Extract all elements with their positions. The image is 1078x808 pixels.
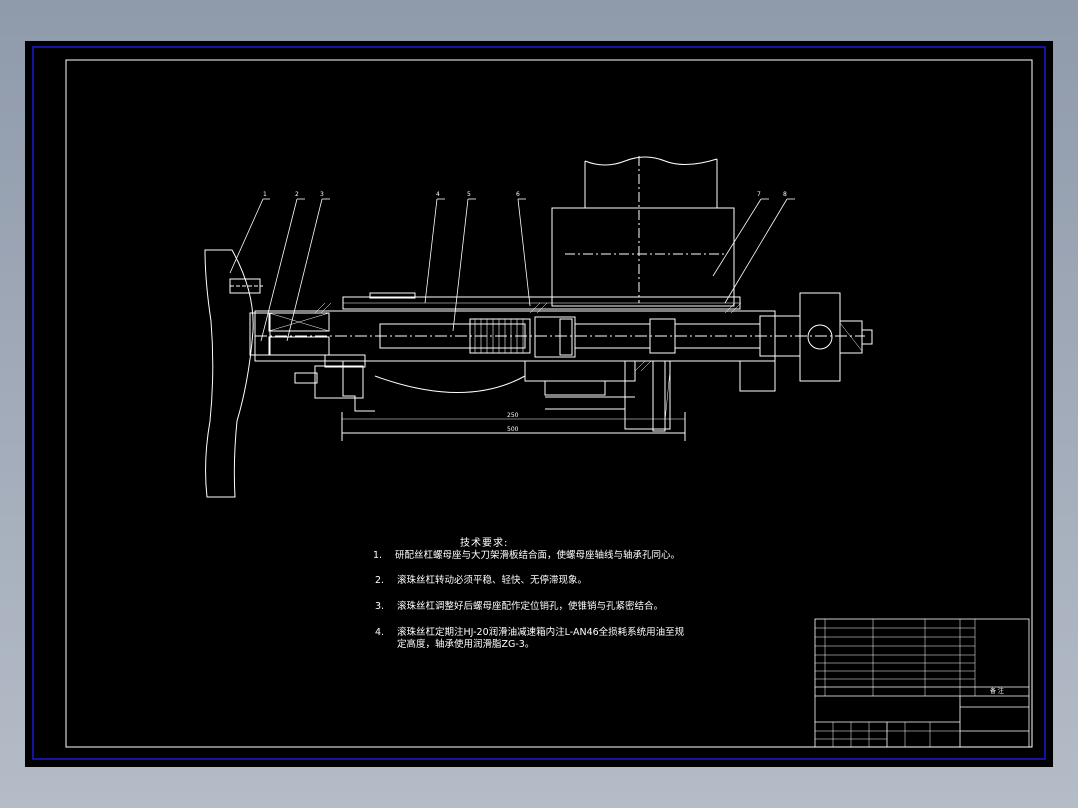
requirement-text: 滚珠丝杠定期注HJ-20润滑油减速箱内注L-AN46全损耗系统用油至规 xyxy=(397,627,685,638)
drawing-sheet: 1 2 3 4 5 6 7 8 250 500 备 注 技术要求: 1. 研配丝杠… xyxy=(25,41,1053,767)
title-block xyxy=(814,618,1030,748)
title-block-labels: 备 注 xyxy=(990,687,1004,695)
inner-frame xyxy=(65,59,1033,748)
dimension-overall: 500 xyxy=(507,426,519,433)
requirement-number: 3. xyxy=(375,601,385,612)
requirement-number: 1. xyxy=(373,550,383,561)
requirement-number: 4. xyxy=(375,627,385,638)
requirement-number: 2. xyxy=(375,575,385,586)
callout-2: 2 xyxy=(295,191,299,198)
callout-7: 7 xyxy=(757,191,761,198)
assembly-drawing xyxy=(204,156,1030,748)
dimension-inner: 250 xyxy=(507,412,519,419)
callout-4: 4 xyxy=(436,191,440,198)
requirement-text: 滚珠丝杠调整好后螺母座配作定位销孔，使锥销与孔紧密结合。 xyxy=(397,601,664,612)
callout-labels: 1 2 3 4 5 6 7 8 xyxy=(263,191,787,198)
callout-6: 6 xyxy=(516,191,520,198)
callout-8: 8 xyxy=(783,191,787,198)
requirement-text-continued: 定高度，轴承使用润滑脂ZG-3。 xyxy=(397,639,535,650)
requirement-text: 研配丝杠螺母座与大刀架滑板结合面，使螺母座轴线与轴承孔同心。 xyxy=(395,550,681,561)
cad-drawing: 1 2 3 4 5 6 7 8 250 500 备 注 xyxy=(32,46,1046,760)
requirement-text: 滚珠丝杠转动必须平稳、轻快、无停滞现象。 xyxy=(397,575,588,586)
tech-requirement-3: 3. 滚珠丝杠调整好后螺母座配作定位销孔，使锥销与孔紧密结合。 xyxy=(375,601,663,613)
tech-requirement-1: 1. 研配丝杠螺母座与大刀架滑板结合面，使螺母座轴线与轴承孔同心。 xyxy=(373,550,680,562)
tech-requirements-title: 技术要求: xyxy=(460,538,509,549)
callout-1: 1 xyxy=(263,191,267,198)
callout-3: 3 xyxy=(320,191,324,198)
tech-requirement-2: 2. 滚珠丝杠转动必须平稳、轻快、无停滞现象。 xyxy=(375,575,587,587)
callout-5: 5 xyxy=(467,191,471,198)
outer-frame xyxy=(32,46,1046,760)
dimension-labels: 250 500 xyxy=(507,412,519,433)
title-block-remark-header: 备 注 xyxy=(990,687,1004,695)
tech-requirement-4: 4. 滚珠丝杠定期注HJ-20润滑油减速箱内注L-AN46全损耗系统用油至规 定高… xyxy=(375,627,684,651)
